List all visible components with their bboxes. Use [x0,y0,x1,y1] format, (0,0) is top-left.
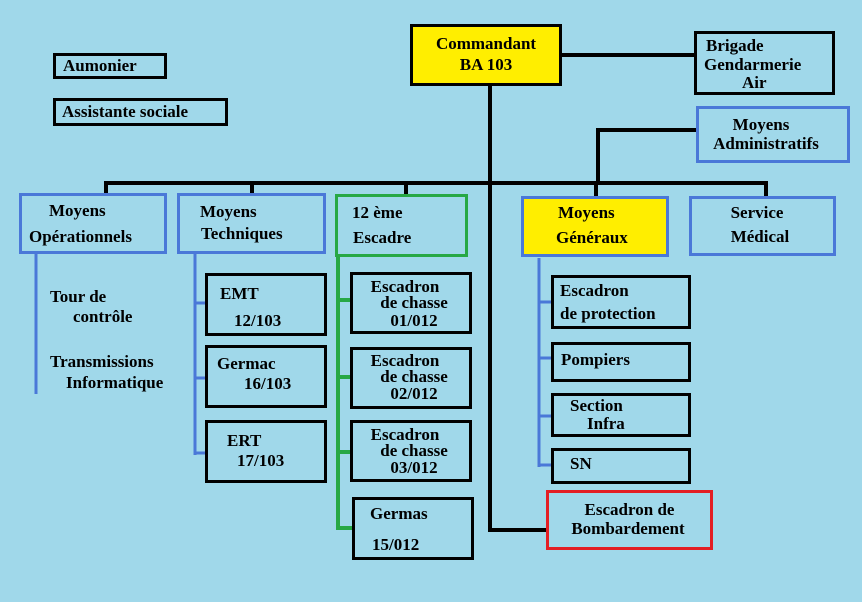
infra-box [551,393,691,437]
squadron-01-line1: Escadron [370,277,440,296]
brigade-line3: Air [742,73,767,92]
assistante-label: Assistante sociale [62,102,189,121]
infra-line2: Infra [587,414,625,433]
general-line1: Moyens [558,203,615,222]
squadron-02-line2: de chasse [380,367,448,386]
medical-box [689,196,836,256]
emt-line2: 12/103 [234,311,282,330]
emt-box [205,273,327,336]
general-box [521,196,669,257]
squadron-03-line2: de chasse [380,441,448,460]
tech-line1: Moyens [200,202,257,221]
germas-box [352,497,474,560]
bombardement-line1: Escadron de [584,500,675,519]
protection-box [551,275,691,329]
pompiers-box [551,342,691,382]
ops-item-informatique: Informatique [66,373,164,392]
bombardement-box [546,490,713,550]
tech-box [177,193,326,254]
ops-item-transmissions: Transmissions [50,352,154,371]
admin-line2: Administratifs [713,134,819,153]
admin-box [696,106,850,163]
assistante-box [53,98,228,126]
ops-box [19,193,167,254]
general-line2: Généraux [556,228,628,247]
squadron-01-line2: de chasse [380,293,448,312]
escadre-box [335,194,468,257]
squadron-02-line3: 02/012 [390,384,438,403]
squadron-03-box [350,420,472,482]
squadron-03-line3: 03/012 [390,458,438,477]
germas-line2: 15/012 [372,535,420,554]
escadre-line2: Escadre [353,228,412,247]
protection-line2: de protection [560,304,656,323]
squadron-02-line1: Escadron [370,351,440,370]
ops-item-tour: Tour de [50,287,107,306]
brigade-box [694,31,835,95]
ops-line2: Opérationnels [29,227,132,246]
medical-line2: Médical [730,227,790,246]
tech-line2: Techniques [201,224,283,243]
brigade-line2: Gendarmerie [704,55,802,74]
germac-box [205,345,327,408]
germas-line1: Germas [370,504,428,523]
ert-line1: ERT [227,431,262,450]
bombardement-line2: Bombardement [571,519,685,538]
admin-line1: Moyens [732,115,790,134]
germac-line2: 16/103 [244,374,292,393]
ops-line1: Moyens [49,201,106,220]
brigade-line1: Brigade [706,36,764,55]
squadron-01-box [350,272,472,334]
commander-unit: BA 103 [459,55,513,74]
protection-line1: Escadron [560,281,629,300]
sn-box [551,448,691,484]
commander-box [410,24,562,86]
squadron-03-line1: Escadron [370,425,440,444]
squadron-01-line3: 01/012 [390,311,438,330]
sn-label: SN [570,454,592,473]
emt-line1: EMT [220,284,259,303]
aumonier-box [53,53,167,79]
infra-line1: Section [570,396,623,415]
aumonier-label: Aumonier [63,56,137,75]
ert-line2: 17/103 [237,451,285,470]
ops-item-controle: contrôle [73,307,133,326]
germac-line1: Germac [217,354,276,373]
medical-line1: Service [730,203,784,222]
pompiers-label: Pompiers [561,350,630,369]
squadron-02-box [350,347,472,409]
escadre-line1: 12 ème [352,203,403,222]
ert-box [205,420,327,483]
commander-title: Commandant [435,34,537,53]
